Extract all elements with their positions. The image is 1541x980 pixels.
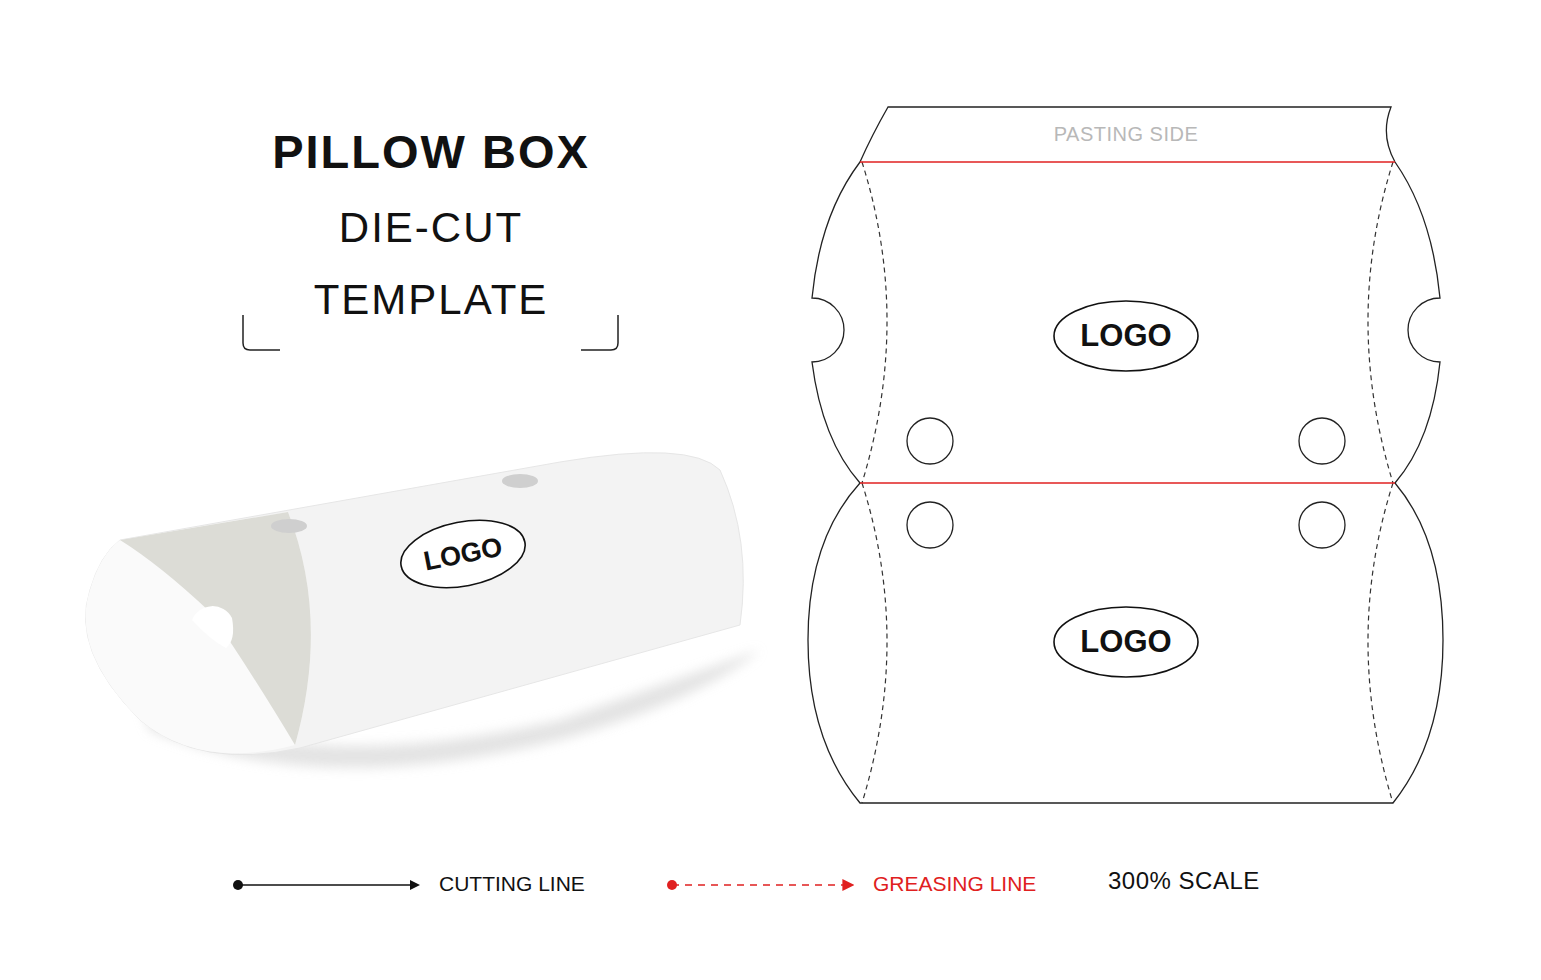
title: PILLOW BOX: [272, 126, 590, 178]
logo-oval: LOGO: [1053, 300, 1199, 372]
cutting-line-sample: [233, 880, 418, 890]
scale-note: 300% SCALE: [1108, 868, 1260, 894]
pillow-box-illustration: [86, 453, 760, 768]
title-bracket: [243, 315, 280, 350]
logo-oval: LOGO: [1053, 606, 1199, 678]
legend-text: GREASING LINE: [873, 872, 1036, 895]
legend-text: CUTTING LINE: [439, 872, 585, 895]
greasing-line-sample: [667, 880, 852, 890]
subtitle: DIE-CUT: [339, 205, 523, 251]
subtitle: TEMPLATE: [314, 277, 549, 323]
title-bracket: [581, 315, 618, 350]
side-note: PASTING SIDE: [1054, 123, 1199, 145]
die-cut-outline: [808, 107, 1443, 803]
logo-text: LOGO: [1080, 318, 1171, 354]
logo-text: LOGO: [1080, 624, 1171, 660]
